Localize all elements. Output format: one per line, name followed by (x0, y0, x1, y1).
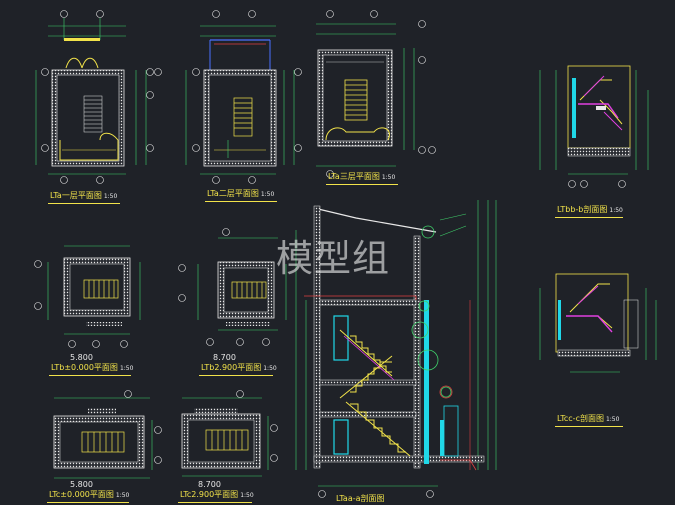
title-ltb-0000-text: LTb±0.000平面图 (51, 363, 118, 372)
level-ltb-0000: 5.800 (70, 353, 93, 362)
section-ltbb (539, 65, 649, 188)
title-lta-floor3-scale: 1:50 (381, 174, 396, 181)
title-underline (48, 203, 120, 204)
plan-lta-floor2 (185, 10, 302, 184)
title-lta-floor3-text: LTa三层平面图 (328, 172, 380, 181)
title-ltc-2900-text: LTc2.900平面图 (180, 490, 239, 499)
title-underline (326, 184, 398, 185)
plan-lta-floor1 (35, 10, 162, 184)
title-ltb-2900-text: LTb2.900平面图 (201, 363, 262, 372)
title-ltb-2900-scale: 1:50 (263, 365, 277, 372)
title-underline (47, 502, 129, 503)
title-underline (178, 502, 252, 503)
title-ltaa-section: LTaa-a剖面图 (336, 494, 387, 505)
title-underline (205, 201, 277, 202)
title-ltc-0000-text: LTc±0.000平面图 (49, 490, 114, 499)
title-underline (555, 217, 623, 218)
level-ltc-2900: 8.700 (198, 480, 221, 489)
title-underline (49, 375, 131, 376)
plan-ltc-2900 (181, 390, 278, 477)
title-lta-floor2-text: LTa二层平面图 (207, 189, 259, 198)
title-ltaa-section-text: LTaa-a剖面图 (336, 494, 385, 503)
plan-ltc-0000 (53, 390, 162, 479)
title-underline (199, 375, 273, 376)
title-ltb-0000-scale: 1:50 (119, 365, 134, 372)
title-lta-floor1-text: LTa一层平面图 (50, 191, 102, 200)
section-ltcc (539, 273, 657, 373)
title-lta-floor2-scale: 1:50 (260, 191, 275, 198)
title-ltc-0000-scale: 1:50 (115, 492, 130, 499)
plan-ltb-0000 (34, 245, 141, 348)
level-ltc-0000: 5.800 (70, 480, 93, 489)
title-ltbb-section-text: LTbb-b剖面图 (557, 205, 608, 214)
title-ltcc-section-text: LTcc-c剖面图 (557, 414, 604, 423)
section-ltaa (295, 200, 497, 498)
title-lta-floor1-scale: 1:50 (103, 193, 118, 200)
watermark: 模型组 (276, 237, 390, 280)
plan-lta-floor3 (316, 10, 436, 178)
title-underline (555, 426, 623, 427)
title-ltc-2900-scale: 1:50 (240, 492, 254, 499)
title-ltcc-section-scale: 1:50 (605, 416, 620, 423)
title-ltbb-section-scale: 1:50 (609, 207, 623, 214)
plan-ltb-2900 (178, 228, 287, 346)
level-ltb-2900: 8.700 (213, 353, 236, 362)
